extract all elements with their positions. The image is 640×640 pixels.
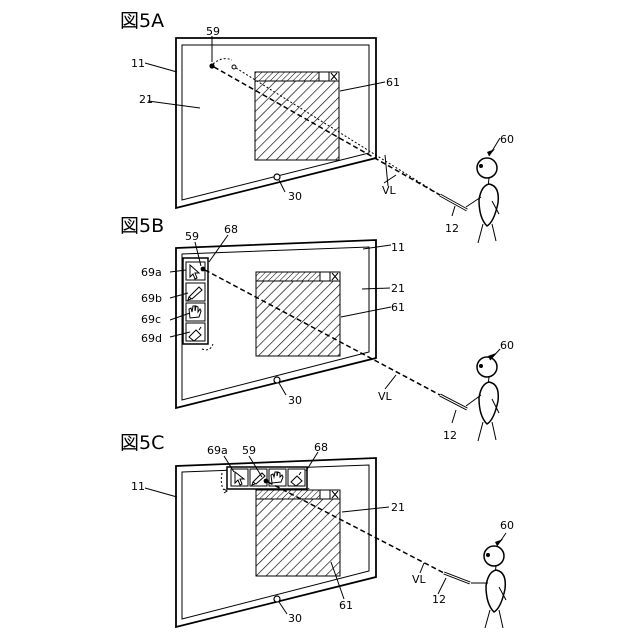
label-palette-item-a: 69a bbox=[207, 444, 228, 457]
label-camera: 30 bbox=[288, 394, 302, 407]
person bbox=[444, 533, 506, 628]
figure-title: 図5C bbox=[120, 432, 164, 454]
label-camera: 30 bbox=[288, 190, 302, 203]
label-window: 61 bbox=[386, 76, 400, 89]
figure-5b: 図5B bbox=[120, 215, 514, 442]
label-pointer-spot: 59 bbox=[242, 444, 256, 457]
person bbox=[440, 349, 500, 441]
label-beam: VL bbox=[378, 390, 393, 403]
label-window: 61 bbox=[391, 301, 405, 314]
label-device: 12 bbox=[432, 593, 446, 606]
label-surface: 21 bbox=[391, 282, 405, 295]
label-device: 12 bbox=[443, 429, 457, 442]
label-beam: VL bbox=[412, 573, 427, 586]
label-screen: 11 bbox=[131, 480, 145, 493]
label-pointer-spot: 59 bbox=[185, 230, 199, 243]
hand-icon bbox=[186, 303, 205, 321]
label-palette-item-c: 69c bbox=[141, 313, 161, 326]
label-device: 12 bbox=[445, 222, 459, 235]
label-palette-item-a: 69a bbox=[141, 266, 162, 279]
application-window bbox=[256, 490, 340, 576]
label-palette-item-b: 69b bbox=[141, 292, 162, 305]
figure-5a: 図5A bbox=[120, 10, 514, 243]
figure-5c: 図5C bbox=[120, 432, 514, 628]
label-palette: 68 bbox=[224, 223, 238, 236]
maximize-icon bbox=[320, 272, 330, 281]
label-window: 61 bbox=[339, 599, 353, 612]
label-palette-item-d: 69d bbox=[141, 332, 162, 345]
label-surface: 21 bbox=[139, 93, 153, 106]
label-screen: 11 bbox=[391, 241, 405, 254]
label-person: 60 bbox=[500, 519, 514, 532]
maximize-icon bbox=[320, 490, 330, 499]
figure-title: 図5B bbox=[120, 215, 164, 237]
pointer-spot bbox=[201, 267, 206, 272]
label-person: 60 bbox=[500, 133, 514, 146]
label-screen: 11 bbox=[131, 57, 145, 70]
label-beam: VL bbox=[382, 184, 397, 197]
eraser-icon bbox=[288, 469, 305, 486]
application-window bbox=[256, 272, 340, 356]
pen-icon bbox=[186, 283, 205, 301]
label-palette: 68 bbox=[314, 441, 328, 454]
maximize-icon bbox=[319, 72, 329, 81]
label-camera: 30 bbox=[288, 612, 302, 625]
pointer-spot bbox=[264, 479, 269, 484]
label-surface: 21 bbox=[391, 501, 405, 514]
figure-title: 図5A bbox=[120, 10, 164, 32]
application-window bbox=[255, 72, 339, 160]
label-person: 60 bbox=[500, 339, 514, 352]
label-pointer-spot: 59 bbox=[206, 25, 220, 38]
